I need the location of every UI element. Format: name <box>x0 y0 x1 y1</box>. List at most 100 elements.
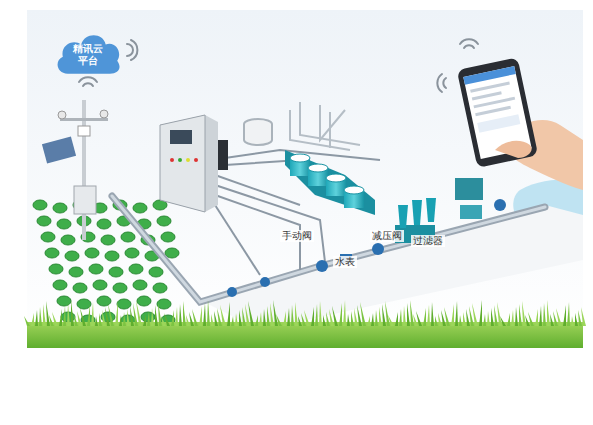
plant <box>93 280 107 290</box>
grass-blade <box>242 307 246 326</box>
grass-blade <box>578 310 582 326</box>
grass-blade <box>207 300 210 326</box>
floor <box>200 205 583 330</box>
grass-blade <box>332 306 338 326</box>
grass-blade <box>311 307 314 326</box>
grass-blade <box>95 316 98 326</box>
grass-blade <box>276 314 282 326</box>
plant <box>97 296 111 306</box>
grass-blade <box>273 300 278 326</box>
grass-blade <box>59 309 62 326</box>
grass-blade <box>399 309 402 326</box>
plant <box>153 283 167 293</box>
grass-blade <box>183 301 186 326</box>
grass-blade <box>543 303 546 326</box>
grass-blade <box>347 314 350 326</box>
grass-blade <box>136 300 142 326</box>
grass-blade <box>119 315 122 326</box>
grass-blade <box>435 316 438 326</box>
grass-blade <box>39 307 42 326</box>
grass-blade <box>315 304 318 326</box>
grass-blade <box>220 305 226 326</box>
weather-station <box>42 100 108 240</box>
plant <box>149 267 163 277</box>
grass-blade <box>431 302 434 326</box>
plant <box>57 296 71 306</box>
grass-blade <box>283 311 286 326</box>
grass-blade <box>360 302 366 326</box>
grass-blade <box>304 310 310 326</box>
grass-blade <box>99 313 102 326</box>
grass-blade <box>158 302 162 326</box>
grass-blade <box>511 310 514 326</box>
grass-blade <box>164 313 170 326</box>
grass-blade <box>351 311 354 326</box>
grass-blade <box>171 310 174 326</box>
grass-blade <box>298 316 302 326</box>
fertilizer-tanks <box>285 150 375 215</box>
grass-blade <box>487 311 490 326</box>
grass-blade <box>466 309 470 326</box>
grass-blade <box>323 315 326 326</box>
plant <box>121 232 135 242</box>
grass-blade <box>231 316 234 326</box>
grass-blade <box>522 301 526 326</box>
cloud-platform: 精讯云 平台 <box>54 30 122 76</box>
grass-blade <box>410 300 414 326</box>
grass-blade <box>287 308 290 326</box>
grass-blade <box>339 303 342 326</box>
grass-blade <box>214 311 218 326</box>
plant <box>165 248 179 258</box>
plant <box>61 235 75 245</box>
grass-blade <box>151 308 154 326</box>
plant <box>37 216 51 226</box>
grass-blade <box>438 313 442 326</box>
grass-blade <box>403 306 406 326</box>
grass-blade <box>463 312 466 326</box>
plant <box>53 280 67 290</box>
grass-blade <box>46 301 50 326</box>
grass-blade <box>575 313 578 326</box>
grass-blade <box>367 316 370 326</box>
plant <box>109 267 123 277</box>
grass-blade <box>91 302 94 326</box>
grass-blade <box>427 305 430 326</box>
grass-blade <box>155 305 158 326</box>
grass-blade <box>491 308 494 326</box>
pipe-rack <box>244 102 360 150</box>
plant <box>77 299 91 309</box>
grass-blade <box>248 301 254 326</box>
fertilizer-lines <box>215 150 380 275</box>
grass-blade <box>497 302 502 326</box>
plant <box>45 248 59 258</box>
grass-blade <box>186 315 190 326</box>
grass-blade <box>567 302 570 326</box>
grass-blade <box>563 305 566 326</box>
plant <box>157 216 171 226</box>
grass-blade <box>263 309 266 326</box>
grass-blade <box>211 314 214 326</box>
grass-blade <box>382 304 386 326</box>
part-label: 减压阀 <box>370 230 404 241</box>
grass-blade <box>472 303 478 326</box>
tank-top <box>326 174 346 182</box>
grass-blade <box>130 306 134 326</box>
grass-blade <box>239 310 242 326</box>
tank-top <box>308 164 328 172</box>
valves <box>227 243 384 297</box>
platform-name: 精讯云 平台 <box>70 43 106 67</box>
tank-top <box>290 154 310 162</box>
grass-blade <box>479 300 482 326</box>
grass-blade <box>556 308 562 326</box>
grass-blade <box>147 311 150 326</box>
grass-blade <box>423 308 426 326</box>
grass-blade <box>102 310 106 326</box>
plant <box>125 248 139 258</box>
grass-blade <box>547 300 550 326</box>
grass-blade <box>175 307 178 326</box>
grass-blade <box>199 306 202 326</box>
grass-blade <box>295 302 298 326</box>
plant <box>157 299 171 309</box>
grass-blade <box>115 301 118 326</box>
plant <box>73 283 87 293</box>
